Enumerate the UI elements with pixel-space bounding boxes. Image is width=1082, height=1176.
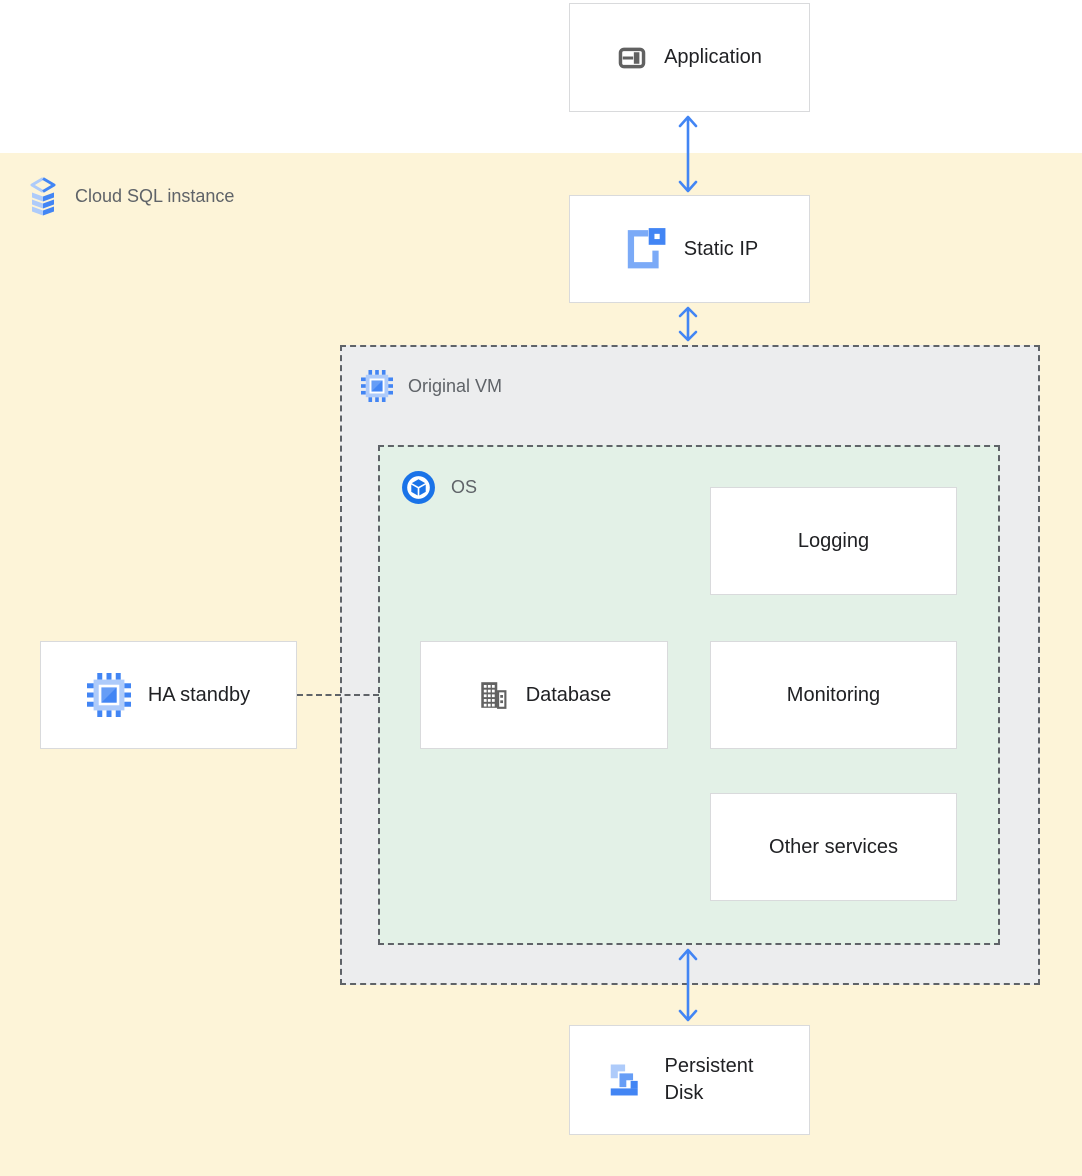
double-headed-arrow-icon bbox=[675, 305, 701, 343]
persistent-disk-icon bbox=[603, 1059, 645, 1101]
original-vm-label: Original VM bbox=[408, 375, 503, 396]
node-database: Database bbox=[420, 641, 668, 749]
os-label-row: OS bbox=[401, 470, 477, 505]
compute-engine-chip-icon bbox=[361, 370, 393, 402]
cloud-sql-layers-icon bbox=[26, 176, 60, 216]
node-static-ip: Static IP bbox=[569, 195, 810, 303]
node-application: Application bbox=[569, 3, 810, 112]
original-vm-label-row: Original VM bbox=[361, 370, 502, 402]
external-ip-icon bbox=[621, 226, 667, 272]
node-static-ip-label: Static IP bbox=[683, 237, 759, 260]
node-logging: Logging bbox=[710, 487, 957, 595]
ha-standby-connector-line bbox=[297, 694, 379, 696]
node-ha-standby: HA standby bbox=[40, 641, 297, 749]
os-label: OS bbox=[451, 477, 478, 497]
double-headed-arrow-icon bbox=[675, 947, 701, 1023]
node-monitoring: Monitoring bbox=[710, 641, 957, 749]
node-ha-standby-label: HA standby bbox=[147, 683, 251, 706]
node-persistent-disk-label: Persistent Disk bbox=[664, 1055, 754, 1104]
node-application-label: Application bbox=[664, 46, 762, 68]
node-other-services: Other services bbox=[710, 793, 957, 901]
database-building-icon bbox=[477, 679, 509, 711]
app-window-icon bbox=[617, 43, 647, 73]
node-persistent-disk: Persistent Disk bbox=[569, 1025, 810, 1135]
node-database-label: Database bbox=[525, 683, 612, 706]
cloud-sql-instance-label-row: Cloud SQL instance bbox=[26, 176, 234, 216]
compute-engine-chip-icon bbox=[86, 673, 131, 717]
node-other-services-label: Other services bbox=[769, 835, 898, 858]
node-logging-label: Logging bbox=[797, 529, 870, 552]
os-cube-icon bbox=[401, 470, 436, 505]
double-headed-arrow-icon bbox=[675, 114, 701, 194]
cloud-sql-instance-label: Cloud SQL instance bbox=[75, 185, 235, 206]
node-monitoring-label: Monitoring bbox=[786, 683, 881, 706]
